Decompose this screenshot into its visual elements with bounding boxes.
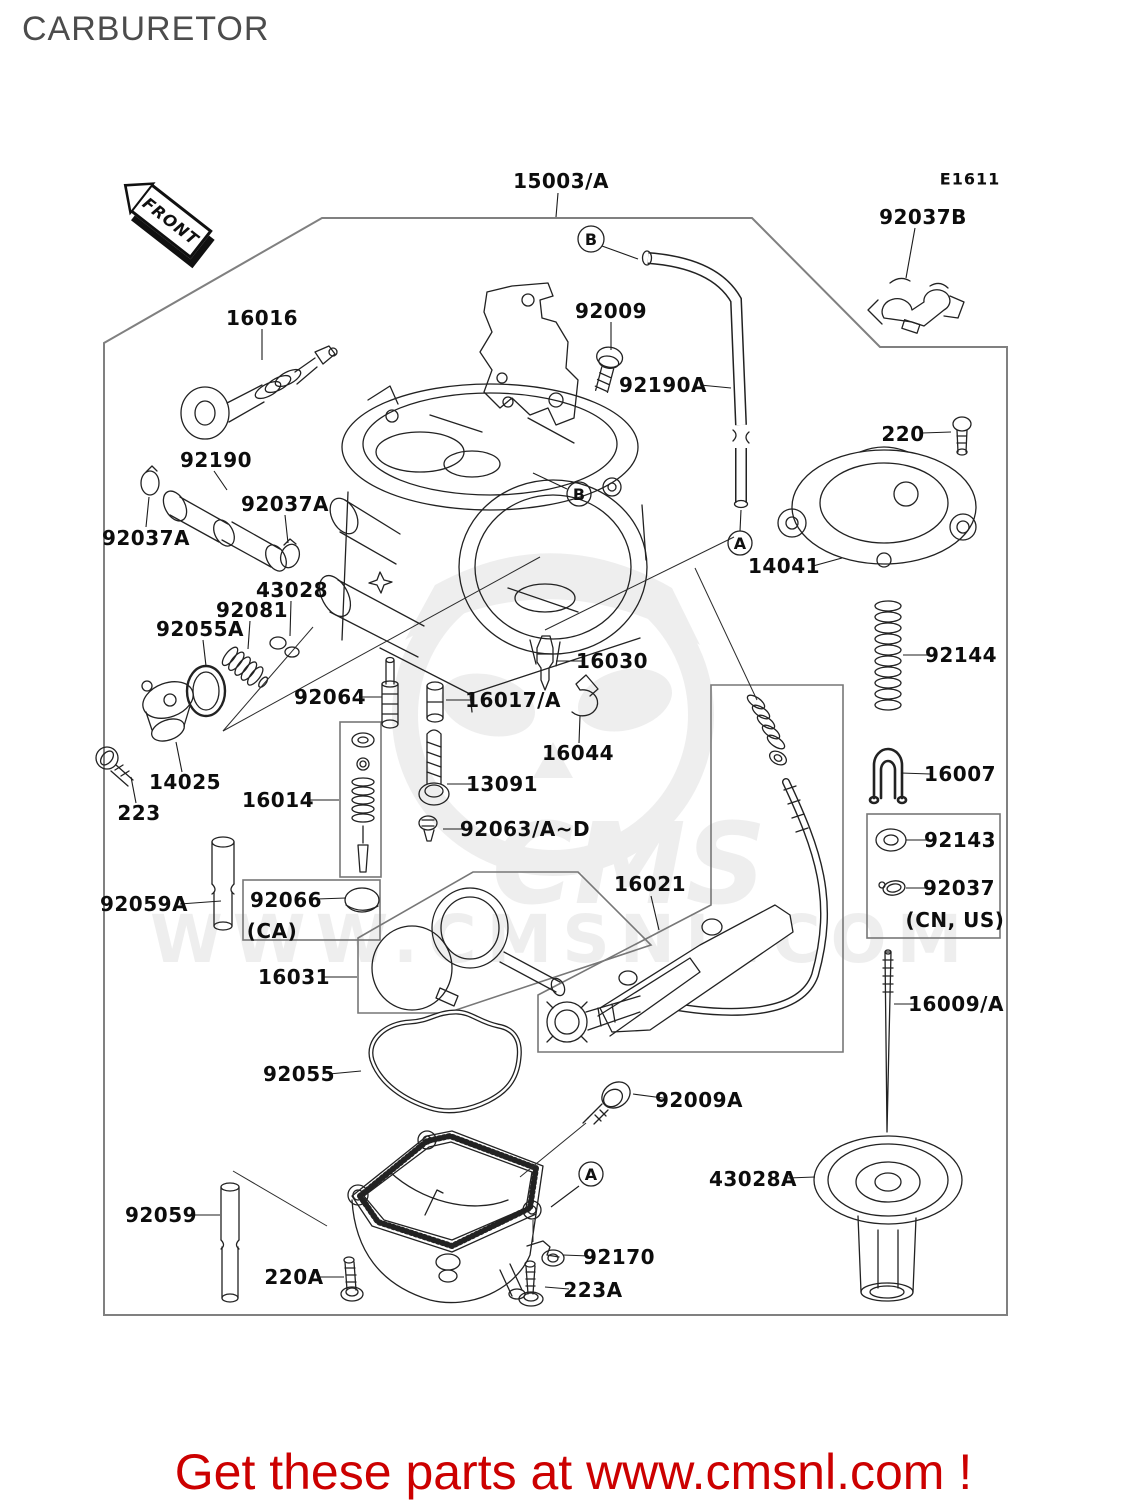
part-label-16016[interactable]: 16016 bbox=[225, 306, 299, 330]
part-label-14041[interactable]: 14041 bbox=[747, 554, 821, 578]
part-92059-tube bbox=[220, 1182, 240, 1303]
part-92055-gasket bbox=[368, 1009, 522, 1114]
svg-text:A: A bbox=[734, 534, 747, 553]
part-92059A-tube bbox=[211, 836, 235, 931]
part-label-92066[interactable]: 92066 bbox=[249, 888, 323, 912]
part-16009A-needle bbox=[882, 949, 894, 1133]
part-label-43028a[interactable]: 43028A bbox=[708, 1167, 798, 1191]
part-label-e1611: E1611 bbox=[939, 169, 1001, 189]
part-92037A-clamps bbox=[140, 465, 301, 569]
part-220A-screw bbox=[340, 1256, 364, 1302]
part-16014-needle-jet-set bbox=[351, 732, 375, 873]
box-92066 bbox=[242, 879, 381, 941]
group-boxes bbox=[242, 684, 1001, 1053]
carburetor-body bbox=[318, 383, 648, 713]
part-label-220a[interactable]: 220A bbox=[264, 1265, 324, 1289]
part-16016-choke-plunger bbox=[180, 345, 338, 440]
part-92143-washer bbox=[875, 828, 907, 852]
part-label-92063-a-d[interactable]: 92063/A~D bbox=[459, 817, 591, 841]
part-220-screw bbox=[952, 416, 972, 456]
page-title: CARBURETOR bbox=[22, 10, 270, 48]
part-92037B-clamp bbox=[867, 277, 965, 334]
diagram-border bbox=[103, 217, 1008, 1316]
part-92009A-screw bbox=[582, 1081, 631, 1125]
leader-lines bbox=[130, 192, 952, 1290]
part-label-92059[interactable]: 92059 bbox=[124, 1203, 198, 1227]
part-16007-clip bbox=[868, 747, 908, 805]
part-label-92081[interactable]: 92081 bbox=[215, 598, 289, 622]
part-label-16009-a[interactable]: 16009/A bbox=[908, 992, 1004, 1016]
box-92143-92037 bbox=[866, 813, 1001, 939]
part-16031-slide bbox=[371, 887, 566, 1011]
part-label-16014[interactable]: 16014 bbox=[241, 788, 315, 812]
part-16030-float-valve bbox=[536, 635, 554, 691]
part-label-15003-a[interactable]: 15003/A bbox=[513, 169, 609, 193]
part-label-92037a-2[interactable]: 92037A bbox=[240, 492, 330, 516]
part-92066-plug bbox=[344, 887, 380, 913]
part-14041-cover bbox=[777, 446, 977, 568]
part-43028A-diaphragm bbox=[813, 1135, 963, 1302]
part-16017A-jet bbox=[426, 681, 444, 723]
part-label-92009a[interactable]: 92009A bbox=[654, 1088, 744, 1112]
cmsnl-banner-link[interactable]: Get these parts at www.cmsnl.com ! bbox=[174, 1444, 973, 1500]
part-label-92059a[interactable]: 92059A bbox=[99, 892, 189, 916]
part-92063-bolt bbox=[418, 815, 438, 842]
part-float-bowl bbox=[347, 1130, 544, 1304]
part-label-16031[interactable]: 16031 bbox=[257, 965, 331, 989]
part-92037-oring bbox=[878, 880, 906, 896]
part-label-cn-us: (CN, US) bbox=[905, 908, 1005, 932]
part-43028-washer bbox=[269, 636, 300, 658]
part-13091-screw bbox=[418, 729, 450, 806]
part-label-92055a[interactable]: 92055A bbox=[155, 617, 245, 641]
part-label-16044[interactable]: 16044 bbox=[541, 741, 615, 765]
ref-circle-a: A bbox=[578, 1161, 604, 1187]
part-92170-clamp bbox=[526, 1240, 565, 1267]
part-223-screw bbox=[95, 746, 134, 787]
part-label-14025[interactable]: 14025 bbox=[148, 770, 222, 794]
part-label-16030[interactable]: 16030 bbox=[575, 649, 649, 673]
ref-circles: B B A A bbox=[566, 225, 753, 1187]
box-16021 bbox=[537, 684, 844, 1053]
part-label-92037[interactable]: 92037 bbox=[922, 876, 996, 900]
part-92064-jet bbox=[381, 656, 399, 729]
part-label-92055[interactable]: 92055 bbox=[262, 1062, 336, 1086]
part-16044-clip bbox=[571, 674, 599, 717]
box-16031 bbox=[357, 871, 653, 1014]
part-label-92144[interactable]: 92144 bbox=[924, 643, 998, 667]
part-223A-screw bbox=[518, 1260, 544, 1307]
part-16021-throttle-assembly bbox=[546, 694, 828, 1043]
part-label-92170[interactable]: 92170 bbox=[582, 1245, 656, 1269]
part-92081-spring bbox=[221, 646, 269, 688]
ref-circle-a: A bbox=[727, 530, 753, 556]
part-label-92143[interactable]: 92143 bbox=[923, 828, 997, 852]
part-label-16007[interactable]: 16007 bbox=[923, 762, 997, 786]
part-14025-cap bbox=[141, 680, 194, 742]
svg-text:B: B bbox=[573, 485, 585, 504]
part-label-43028[interactable]: 43028 bbox=[255, 578, 329, 602]
part-92190-tubes bbox=[162, 490, 287, 572]
part-label-16021[interactable]: 16021 bbox=[613, 872, 687, 896]
part-label-16017-a[interactable]: 16017/A bbox=[465, 688, 561, 712]
part-label-ca: (CA) bbox=[246, 919, 298, 943]
svg-text:A: A bbox=[585, 1165, 598, 1184]
part-label-92009[interactable]: 92009 bbox=[574, 299, 648, 323]
part-label-223a[interactable]: 223A bbox=[563, 1278, 623, 1302]
part-label-92037b[interactable]: 92037B bbox=[879, 205, 967, 229]
part-92144-spring bbox=[874, 600, 902, 711]
box-16014 bbox=[339, 721, 382, 878]
part-92190A-hose bbox=[641, 250, 750, 509]
part-label-223[interactable]: 223 bbox=[117, 801, 161, 825]
part-label-92190[interactable]: 92190 bbox=[179, 448, 253, 472]
ref-circle-b: B bbox=[577, 225, 605, 253]
part-label-92064[interactable]: 92064 bbox=[293, 685, 367, 709]
watermark-brand: CMS bbox=[492, 800, 766, 930]
ref-circle-b: B bbox=[566, 481, 592, 507]
part-label-220[interactable]: 220 bbox=[881, 422, 925, 446]
part-label-13091[interactable]: 13091 bbox=[465, 772, 539, 796]
part-label-92037a[interactable]: 92037A bbox=[101, 526, 191, 550]
svg-text:B: B bbox=[585, 230, 597, 249]
part-label-92190a[interactable]: 92190A bbox=[618, 373, 708, 397]
bracket-plate bbox=[479, 282, 579, 426]
